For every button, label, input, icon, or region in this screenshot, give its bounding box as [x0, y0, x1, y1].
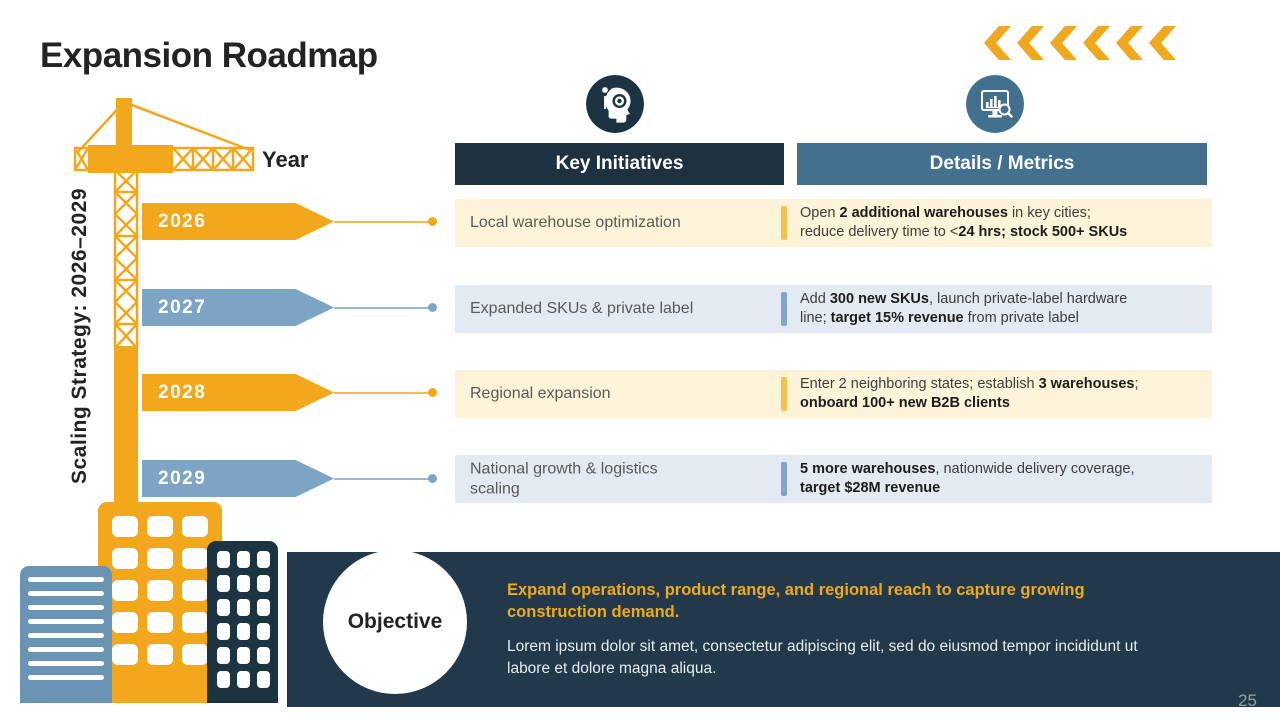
table-row: Expanded SKUs & private label Add 300 new… — [455, 285, 1212, 333]
stripe — [28, 605, 104, 610]
window — [112, 516, 138, 537]
table-row: Regional expansion Enter 2 neighboring st… — [455, 370, 1212, 418]
connector-dot — [428, 388, 437, 397]
window — [257, 599, 270, 616]
window — [237, 647, 250, 664]
initiative-cell: Local warehouse optimization — [470, 214, 681, 232]
left-chevrons-icon — [984, 26, 1176, 60]
analytics-monitor-magnifier-icon — [966, 75, 1024, 133]
chevron-icon — [1017, 26, 1044, 60]
initiative-cell: Expanded SKUs & private label — [470, 300, 694, 318]
metrics-cell: Enter 2 neighboring states; establish 3 … — [800, 376, 1139, 411]
year-arrow-2026: 2026 — [142, 203, 334, 240]
window — [237, 671, 250, 688]
window — [217, 671, 230, 688]
window — [237, 575, 250, 592]
window — [182, 516, 208, 537]
chevron-icon — [1149, 26, 1176, 60]
year-arrow-2029: 2029 — [142, 460, 334, 497]
connector-line — [334, 391, 430, 394]
window — [217, 623, 230, 640]
window — [182, 548, 208, 569]
window — [237, 623, 250, 640]
accent-bar — [781, 377, 787, 411]
objective-label: Objective — [347, 610, 443, 633]
window — [147, 644, 173, 665]
objective-highlight-text: Expand operations, product range, and re… — [507, 581, 1085, 622]
window — [257, 623, 270, 640]
year-arrow-2028: 2028 — [142, 374, 334, 411]
window — [217, 551, 230, 568]
window — [182, 612, 208, 633]
stripe — [28, 661, 104, 666]
table-row: Local warehouse optimization Open 2 addit… — [455, 199, 1212, 247]
window — [112, 644, 138, 665]
window — [217, 575, 230, 592]
window — [147, 548, 173, 569]
column-header-details-metrics: Details / Metrics — [797, 143, 1207, 185]
metrics-cell: 5 more warehouses, nationwide delivery c… — [800, 461, 1135, 496]
column-header-key-initiatives: Key Initiatives — [455, 143, 784, 185]
yellow-building-icon — [98, 502, 222, 703]
connector-line — [334, 220, 430, 223]
chevron-icon — [984, 26, 1011, 60]
stripe — [28, 633, 104, 638]
metrics-cell: Add 300 new SKUs, launch private-label h… — [800, 291, 1128, 326]
accent-bar — [781, 206, 787, 240]
stripe — [28, 591, 104, 596]
initiative-cell: National growth & logistics scaling — [470, 460, 658, 497]
objective-badge: Objective — [323, 550, 467, 694]
blue-striped-building-icon — [20, 566, 112, 703]
year-axis-label: Year — [262, 147, 309, 172]
window — [147, 612, 173, 633]
stripe — [28, 619, 104, 624]
navy-building-icon — [207, 541, 278, 703]
metrics-cell: Open 2 additional warehouses in key citi… — [800, 205, 1128, 240]
objective-body-text: Lorem ipsum dolor sit amet, consectetur … — [507, 638, 1138, 677]
window — [237, 551, 250, 568]
window — [182, 580, 208, 601]
window — [147, 580, 173, 601]
connector-dot — [428, 303, 437, 312]
window — [257, 575, 270, 592]
window — [112, 548, 138, 569]
window — [257, 647, 270, 664]
idea-head-gear-icon — [586, 75, 644, 133]
page-number: 25 — [1238, 691, 1257, 710]
window — [182, 644, 208, 665]
table-row: National growth & logistics scaling 5 mor… — [455, 455, 1212, 503]
accent-bar — [781, 292, 787, 326]
connector-line — [334, 306, 430, 309]
window — [217, 647, 230, 664]
window — [112, 612, 138, 633]
initiative-cell: Regional expansion — [470, 385, 611, 403]
window — [257, 671, 270, 688]
window — [217, 599, 230, 616]
connector-dot — [428, 474, 437, 483]
chevron-icon — [1083, 26, 1110, 60]
window — [147, 516, 173, 537]
scaling-strategy-label: Scaling Strategy: 2026–2029 — [68, 188, 91, 484]
stripe — [28, 577, 104, 582]
window — [257, 551, 270, 568]
chevron-icon — [1050, 26, 1077, 60]
stripe — [28, 675, 104, 680]
window — [237, 599, 250, 616]
stripe — [28, 647, 104, 652]
year-arrow-2027: 2027 — [142, 289, 334, 326]
chevron-icon — [1116, 26, 1143, 60]
construction-crane-icon — [73, 98, 255, 508]
page-title: Expansion Roadmap — [40, 36, 378, 75]
window — [112, 580, 138, 601]
connector-dot — [428, 217, 437, 226]
connector-line — [334, 477, 430, 480]
accent-bar — [781, 462, 787, 496]
